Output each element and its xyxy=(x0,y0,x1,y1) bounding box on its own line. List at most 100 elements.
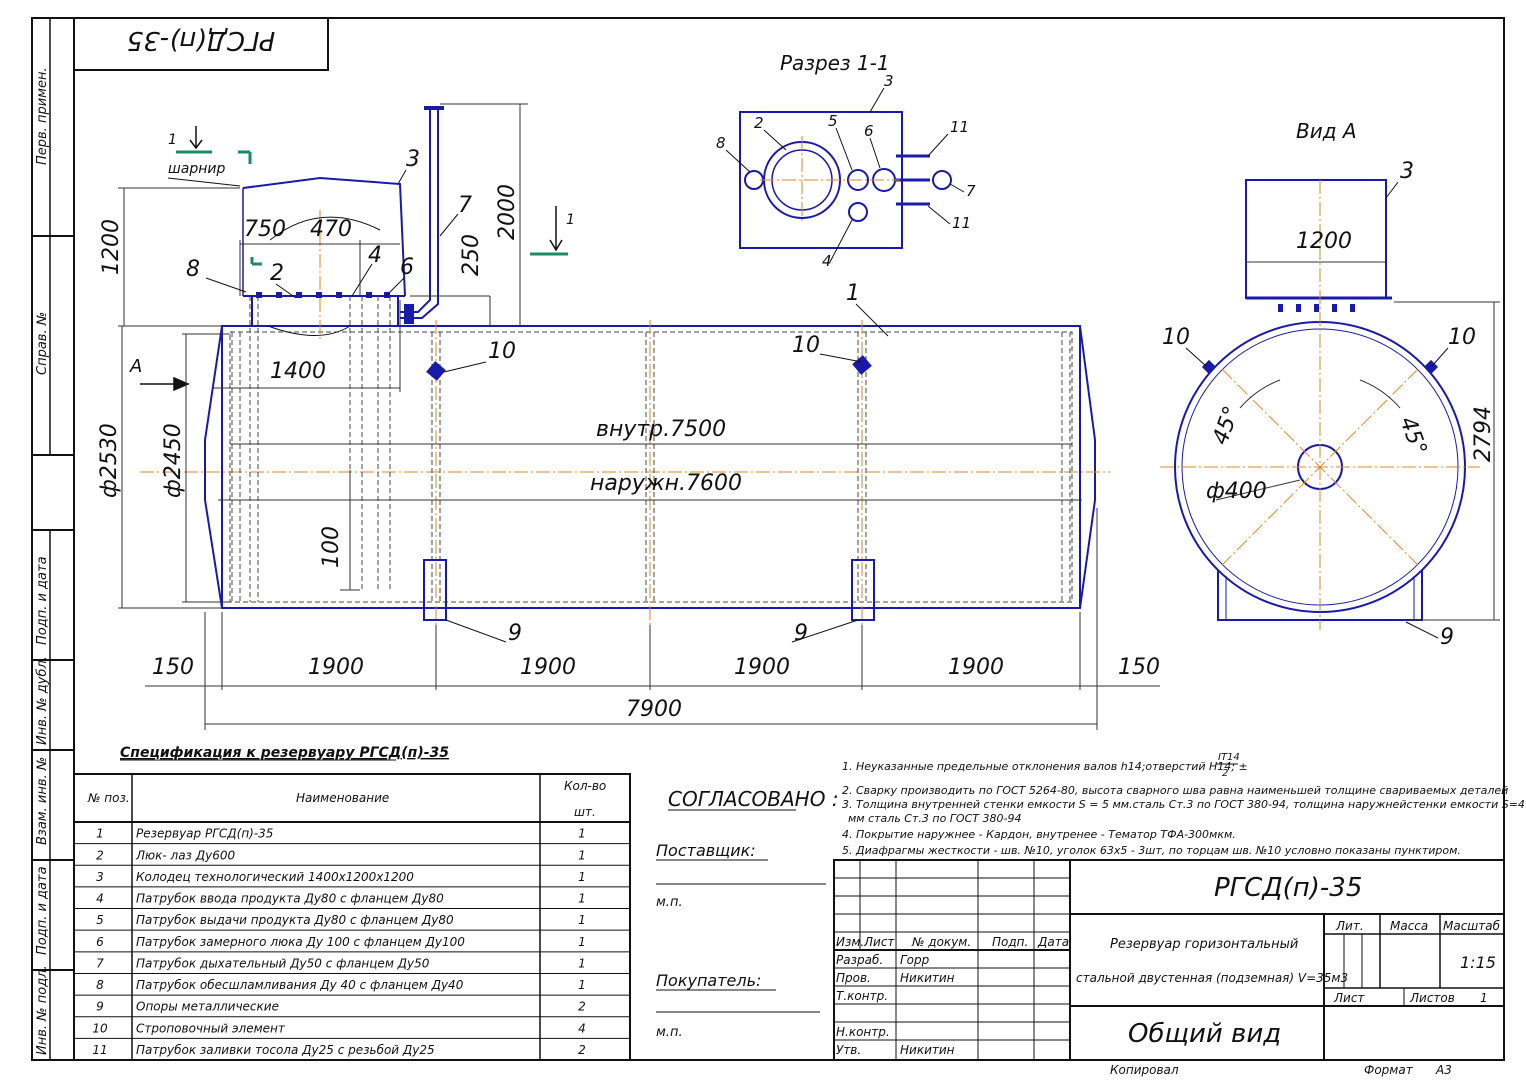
tb-col-doc: № докум. xyxy=(911,935,971,949)
side-labels: Перв. примен. Справ. № Подп. и дата Инв.… xyxy=(35,67,50,1055)
note-line: 3. Толщина внутренней стенки емкости S =… xyxy=(842,798,1525,811)
spec-header-unit: шт. xyxy=(574,805,596,819)
spec-row-qty: 1 xyxy=(578,935,586,949)
tb-col-sign: Подп. xyxy=(992,935,1028,949)
callout: 3 xyxy=(884,72,894,90)
note-line: мм сталь Ст.3 по ГОСТ 380-94 xyxy=(848,812,1021,825)
callout: 7 xyxy=(966,182,976,200)
spec-row-qty: 1 xyxy=(578,870,586,884)
main-view: 1 1 шарнир А xyxy=(97,103,1160,730)
tb-sheets: Листов xyxy=(1409,991,1455,1005)
tb-mass: Масса xyxy=(1390,919,1428,933)
tb-role: Утв. xyxy=(836,1043,861,1057)
note-line: 5. Диафрагмы жесткости - шв. №10, уголок… xyxy=(842,844,1461,857)
view-a-dimensions: 1200 2794 ф400 45° 45° xyxy=(1206,229,1496,504)
main-callouts: 8 2 4 6 3 7 1 10 10 9 9 xyxy=(186,147,860,646)
tb-role: Разраб. xyxy=(836,953,883,967)
tb-lit: Лит. xyxy=(1335,919,1364,933)
spec-row-name: Люк- лаз Ду600 xyxy=(135,848,235,862)
tb-role: Пров. xyxy=(836,971,871,985)
tb-role: Н.контр. xyxy=(836,1025,890,1039)
note-fraction-den: 2 xyxy=(1222,768,1228,779)
dim-1900-1: 1900 xyxy=(308,655,364,680)
dim-2794: 2794 xyxy=(1471,406,1496,462)
section-callouts: 8 2 5 6 3 11 7 11 4 xyxy=(716,72,976,270)
callout: 2 xyxy=(754,114,764,132)
dim-1400: 1400 xyxy=(270,359,326,384)
spec-row-qty: 2 xyxy=(578,1000,586,1014)
dim-100: 100 xyxy=(319,526,344,568)
callout: 9 xyxy=(508,621,522,646)
section-mark-label: 1 xyxy=(566,212,575,228)
spec-title: Спецификация к резервуару РГСД(п)-35 xyxy=(120,745,449,761)
callout: 1 xyxy=(846,281,860,306)
spec-header-qty: Кол-во xyxy=(564,779,606,793)
dim-750: 750 xyxy=(244,217,286,242)
main-dimensions: 750 470 1200 250 2000 1400 ф2530 ф2450 1… xyxy=(97,184,1160,722)
hinge-label: шарнир xyxy=(168,161,226,177)
callout: 4 xyxy=(822,252,832,270)
side-label: Взам. инв. № xyxy=(35,757,50,845)
section-mark-left xyxy=(176,150,568,266)
spec-row-pos: 7 xyxy=(96,956,104,970)
spec-row-pos: 1 xyxy=(96,827,104,841)
side-label: Справ. № xyxy=(35,312,50,375)
tb-name-line2: стальной двустенная (подземная) V=35м3 xyxy=(1076,971,1348,985)
tb-name-line1: Резервуар горизонтальный xyxy=(1110,937,1298,952)
dim-45-right: 45° xyxy=(1394,414,1431,459)
dim-45-left: 45° xyxy=(1208,403,1245,448)
dim-150-right: 150 xyxy=(1118,655,1160,680)
side-label: Подп. и дата xyxy=(35,556,50,645)
spec-row-name: Патрубок замерного люка Ду 100 с фланцем… xyxy=(136,935,465,949)
spec-row-name: Патрубок обесшламливания Ду 40 с фланцем… xyxy=(136,978,464,992)
section-view: Разрез 1-1 8 2 5 6 3 11 7 11 4 xyxy=(716,51,976,270)
dim-470: 470 xyxy=(310,217,352,242)
dim-7900: 7900 xyxy=(626,697,682,722)
spec-row-qty: 1 xyxy=(578,848,586,862)
view-a-title: Вид А xyxy=(1296,119,1357,143)
callout: 9 xyxy=(1440,625,1454,650)
spec-row-name: Патрубок дыхательный Ду50 с фланцем Ду50 xyxy=(136,956,430,970)
callout: 11 xyxy=(950,118,969,136)
callout: 6 xyxy=(400,255,414,280)
dim-1900-2: 1900 xyxy=(520,655,576,680)
callout: 9 xyxy=(794,621,808,646)
dim-inner: внутр.7500 xyxy=(596,417,726,442)
callout: 10 xyxy=(1448,325,1476,350)
callout: 4 xyxy=(368,243,382,268)
tb-sheet: Лист xyxy=(1333,991,1365,1005)
mp-label-1: м.п. xyxy=(656,895,683,910)
supplier-label: Поставщик: xyxy=(656,841,756,860)
spec-row-qty: 1 xyxy=(578,956,586,970)
side-label: Инв. № дубл. xyxy=(35,656,50,745)
spec-row-qty: 4 xyxy=(578,1021,586,1035)
dim-phi2450: ф2450 xyxy=(161,423,186,498)
spec-row-name: Колодец технологический 1400х1200х1200 xyxy=(136,870,414,884)
callout: 11 xyxy=(952,214,971,232)
top-stamp: РГСД(п)-35 xyxy=(73,17,329,71)
callout: 5 xyxy=(828,112,838,130)
spec-row-qty: 1 xyxy=(578,913,586,927)
side-label: Инв. № подл. xyxy=(35,965,50,1055)
agreed-label: СОГЛАСОВАНО : xyxy=(668,787,839,811)
dim-250: 250 xyxy=(459,234,484,276)
tb-col-list: Лист xyxy=(863,935,895,949)
spec-row-pos: 4 xyxy=(96,892,104,906)
view-a-arrow-label: А xyxy=(129,356,142,377)
tb-scale: 1:15 xyxy=(1460,953,1496,972)
spec-row-name: Патрубок ввода продукта Ду80 с фланцем Д… xyxy=(136,892,444,906)
side-label: Перв. примен. xyxy=(35,67,50,165)
note-line: 4. Покрытие наружнее - Кардон, внутренее… xyxy=(842,828,1236,841)
dim-150-left: 150 xyxy=(152,655,194,680)
dim-1200-left: 1200 xyxy=(99,219,124,275)
spec-row-name: Патрубок выдачи продукта Ду80 с фланцем … xyxy=(136,913,454,927)
note-line: 2. Сварку производить по ГОСТ 5264-80, в… xyxy=(842,784,1508,797)
tb-name: Никитин xyxy=(900,1043,955,1057)
callout: 2 xyxy=(270,261,284,286)
dim-outer: наружн.7600 xyxy=(590,471,742,496)
spec-row-pos: 2 xyxy=(96,848,104,862)
spec-header-name: Наименование xyxy=(296,791,389,805)
dim-1900-4: 1900 xyxy=(948,655,1004,680)
spec-row-pos: 6 xyxy=(96,935,104,949)
